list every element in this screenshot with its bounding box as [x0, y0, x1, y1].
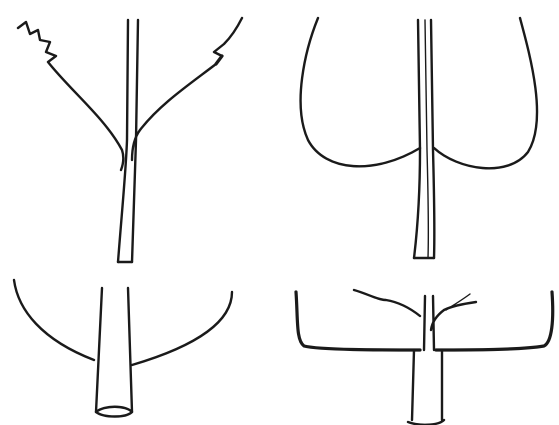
cuneate-midrib-right [132, 20, 138, 262]
truncate-petiole-left [412, 350, 414, 420]
truncate-vein-right [431, 302, 476, 330]
cordate-left-lobe [301, 18, 420, 166]
rounded-petiole-end [96, 407, 132, 417]
cuneate-right-margin [132, 18, 242, 160]
rounded-petiole-right [128, 288, 132, 412]
truncate-midrib-left [424, 296, 425, 350]
truncate-vein-branch [446, 294, 470, 310]
truncate-vein-left [354, 290, 420, 316]
truncate-petiole-end [408, 420, 444, 425]
cuneate-midrib-left [118, 20, 128, 262]
cordate-midrib-left [414, 20, 420, 258]
panel-cuneate-leaf-base [18, 18, 242, 262]
rounded-left-margin [14, 280, 94, 360]
truncate-left-margin [296, 292, 420, 350]
cordate-midrib-inner [425, 20, 428, 258]
truncate-midrib-right [433, 296, 434, 350]
panel-rounded-leaf-base [14, 280, 232, 417]
cuneate-left-margin [18, 22, 123, 170]
rounded-right-margin [132, 292, 232, 365]
panel-cordate-leaf-base [301, 18, 537, 258]
cordate-right-lobe [434, 18, 537, 168]
panel-truncate-leaf-base [296, 290, 553, 425]
cordate-midrib-right [431, 20, 434, 258]
rounded-petiole-left [96, 288, 102, 412]
cuneate-right-margin-thick [216, 56, 222, 64]
truncate-right-margin [436, 292, 553, 350]
